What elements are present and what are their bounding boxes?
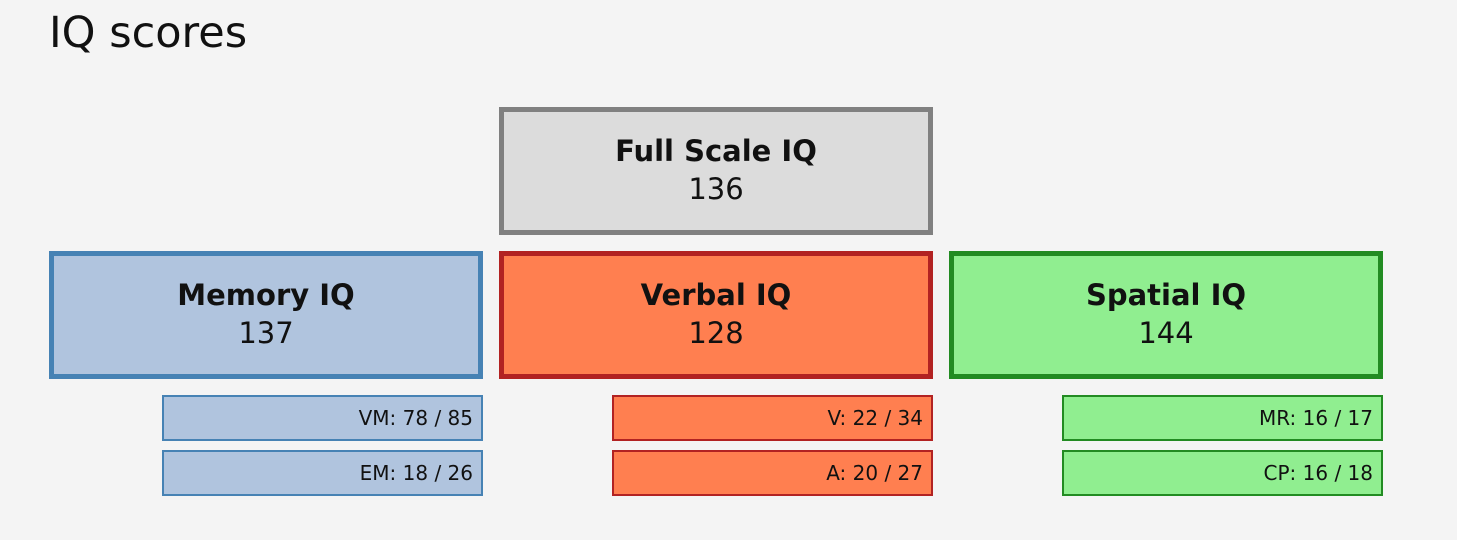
spatial-iq-label: Spatial IQ	[1085, 278, 1247, 313]
subtest-score: A: 20 / 27	[826, 461, 923, 485]
verbal-iq-value: 128	[688, 316, 744, 350]
spatial-subtest-mr: MR: 16 / 17	[1062, 395, 1383, 441]
spatial-iq-value: 144	[1138, 316, 1194, 350]
verbal-iq-box: Verbal IQ 128	[499, 251, 933, 379]
memory-iq-value: 137	[238, 316, 294, 350]
page-title: IQ scores	[49, 8, 248, 58]
verbal-subtest-a: A: 20 / 27	[612, 450, 933, 496]
memory-iq-label: Memory IQ	[177, 278, 355, 313]
full-scale-iq-box: Full Scale IQ 136	[499, 107, 933, 235]
subtest-score: CP: 16 / 18	[1263, 461, 1373, 485]
subtest-score: MR: 16 / 17	[1259, 406, 1373, 430]
verbal-subtest-v: V: 22 / 34	[612, 395, 933, 441]
memory-subtest-em: EM: 18 / 26	[162, 450, 483, 496]
subtest-score: EM: 18 / 26	[359, 461, 473, 485]
verbal-iq-label: Verbal IQ	[640, 278, 792, 313]
full-scale-iq-label: Full Scale IQ	[615, 134, 817, 169]
subtest-score: VM: 78 / 85	[358, 406, 473, 430]
full-scale-iq-value: 136	[688, 172, 744, 206]
spatial-iq-box: Spatial IQ 144	[949, 251, 1383, 379]
spatial-subtest-cp: CP: 16 / 18	[1062, 450, 1383, 496]
memory-subtest-vm: VM: 78 / 85	[162, 395, 483, 441]
subtest-score: V: 22 / 34	[827, 406, 924, 430]
memory-iq-box: Memory IQ 137	[49, 251, 483, 379]
